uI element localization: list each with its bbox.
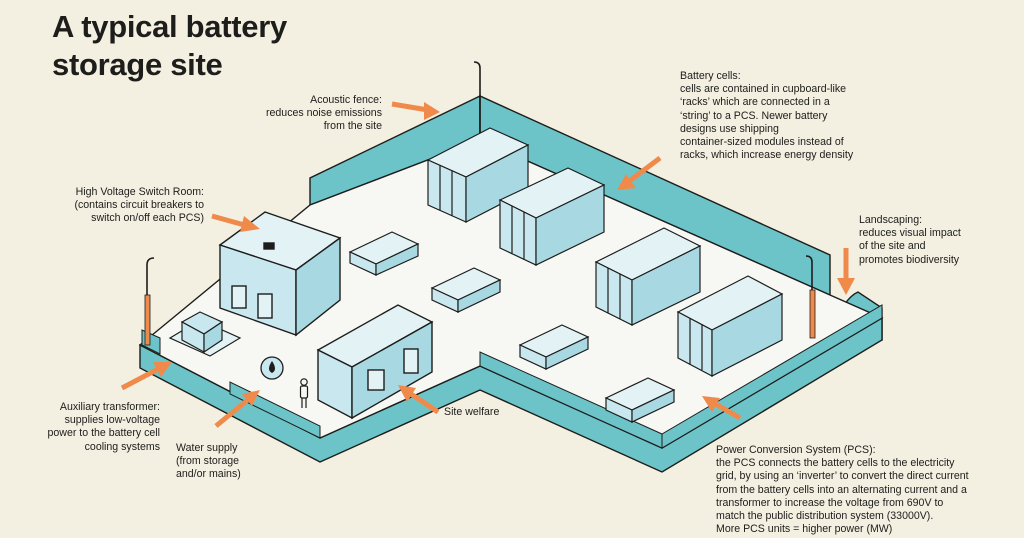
water-supply-icon bbox=[260, 356, 284, 380]
person-icon bbox=[299, 378, 309, 408]
lamp-posts bbox=[146, 61, 813, 345]
site-welfare-cabin bbox=[316, 304, 434, 420]
battery-racks bbox=[426, 127, 784, 377]
auxiliary-transformer bbox=[168, 311, 242, 357]
label-landscaping: Landscaping: reduces visual impact of th… bbox=[859, 214, 961, 266]
pcs-units bbox=[348, 231, 676, 423]
pointer-arrows bbox=[120, 101, 855, 428]
label-battery-cells: Battery cells: cells are contained in cu… bbox=[680, 70, 854, 162]
page-title: A typical battery storage site bbox=[52, 9, 287, 82]
label-hv-switch-room: High Voltage Switch Room: (contains circ… bbox=[74, 186, 204, 225]
label-water-supply: Water supply (from storage and/or mains) bbox=[176, 442, 241, 481]
label-pcs: Power Conversion System (PCS): the PCS c… bbox=[716, 444, 969, 536]
label-site-welfare: Site welfare bbox=[444, 406, 500, 418]
label-auxiliary-transformer: Auxiliary transformer: supplies low-volt… bbox=[47, 401, 160, 453]
label-acoustic-fence: Acoustic fence: reduces noise emissions … bbox=[266, 94, 382, 133]
